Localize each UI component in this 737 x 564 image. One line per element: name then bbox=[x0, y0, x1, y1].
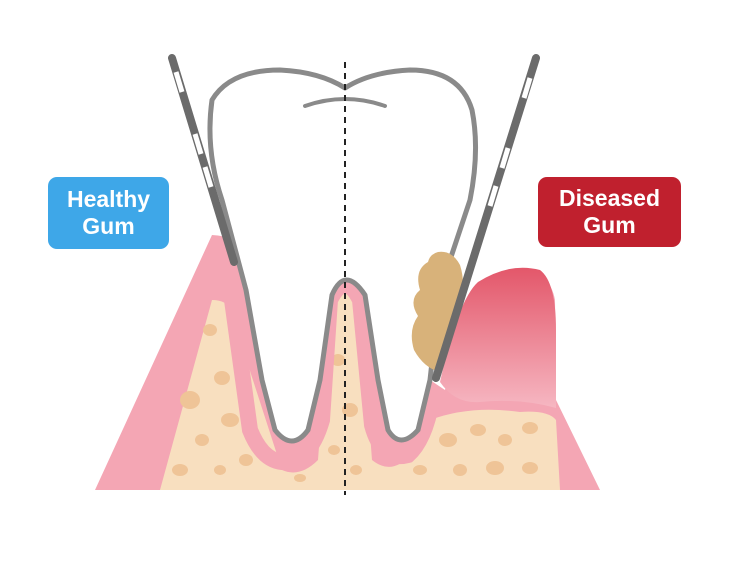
healthy-gum-label: Healthy Gum bbox=[48, 177, 169, 249]
gum-root-lining bbox=[224, 277, 440, 471]
diseased-gum-label: Diseased Gum bbox=[538, 177, 681, 247]
periodontal-probe-icon bbox=[432, 54, 540, 382]
periodontal-probe-icon bbox=[168, 54, 238, 266]
tartar bbox=[411, 251, 464, 372]
bone-pores bbox=[172, 324, 538, 482]
tooth-icon bbox=[207, 67, 479, 444]
inflamed-gum bbox=[440, 267, 556, 408]
